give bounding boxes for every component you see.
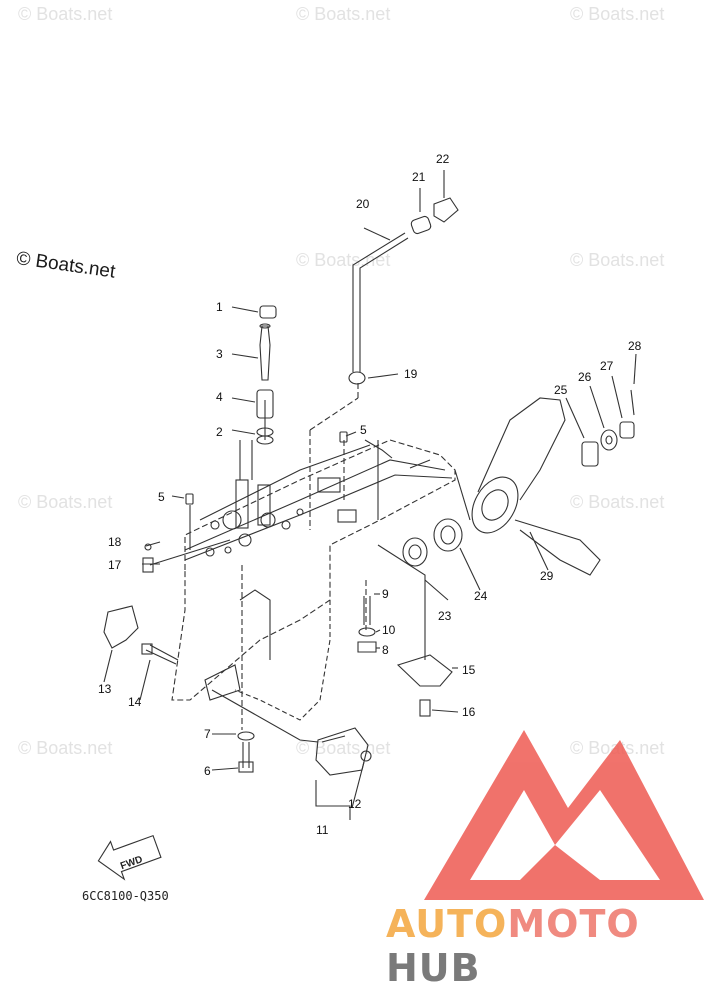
callout-5: 5 <box>360 423 367 437</box>
callout-11: 11 <box>316 823 329 837</box>
part-29-propeller <box>454 397 601 576</box>
brand-part-auto: AUTO <box>386 902 508 946</box>
callout-26: 26 <box>578 370 592 384</box>
callout-6: 6 <box>204 764 211 778</box>
part-22-plate <box>433 197 459 223</box>
callout-8: 8 <box>382 643 389 657</box>
brand-wordmark: AUTOMOTO HUB <box>386 902 714 990</box>
watermark: © Boats.net <box>18 492 113 512</box>
callout-2: 2 <box>216 425 223 439</box>
callout-14: 14 <box>128 695 142 709</box>
callout-numbers: 1 2 3 4 5 5 6 7 8 9 10 11 12 13 14 15 16… <box>98 152 642 837</box>
watermark: © Boats.net <box>570 492 665 512</box>
callout-19: 19 <box>404 367 418 381</box>
watermark: © Boats.net <box>18 4 113 24</box>
callout-22: 22 <box>436 152 450 166</box>
part-28-cotter-pin <box>630 389 635 416</box>
part-14-bolt <box>141 643 179 665</box>
callout-20: 20 <box>356 197 370 211</box>
brand-part-moto: MOTO <box>507 902 640 946</box>
callout-16: 16 <box>462 705 476 719</box>
part-20-water-tube <box>352 232 409 372</box>
part-23-spacer <box>402 537 428 567</box>
callout-10: 10 <box>382 623 396 637</box>
part-19-grommet <box>348 371 366 385</box>
watermark: © Boats.net <box>570 250 665 270</box>
callout-28: 28 <box>628 339 642 353</box>
callout-4: 4 <box>216 390 223 404</box>
callout-21: 21 <box>412 170 426 184</box>
part-21-sleeve <box>410 215 432 235</box>
part-26-washer <box>600 429 618 451</box>
callout-7: 7 <box>204 727 211 741</box>
automotohub-logo-icon <box>424 730 704 900</box>
callout-29: 29 <box>540 569 554 583</box>
part-15-plate <box>396 654 453 687</box>
callout-15: 15 <box>462 663 476 677</box>
callout-12: 12 <box>348 797 362 811</box>
watermark: © Boats.net <box>570 4 665 24</box>
part-24-thrust-washer <box>433 518 463 552</box>
part-27-nut <box>619 421 635 439</box>
part-code: 6CC8100-Q350 <box>82 889 169 903</box>
callout-25: 25 <box>554 383 568 397</box>
callout-23: 23 <box>438 609 452 623</box>
callout-3: 3 <box>216 347 223 361</box>
callout-13: 13 <box>98 682 112 696</box>
part-1-grommet <box>259 305 277 319</box>
watermark: © Boats.net <box>18 738 113 758</box>
part-3-hose <box>259 323 271 381</box>
part-11-anode <box>315 727 369 776</box>
callout-5-b: 5 <box>158 490 165 504</box>
part-2-seal <box>256 427 274 445</box>
part-13-cover <box>103 605 139 649</box>
callout-1: 1 <box>216 300 223 314</box>
callout-17: 17 <box>108 558 122 572</box>
brand-part-hub: HUB <box>386 946 481 990</box>
lower-casing <box>171 439 456 721</box>
part-4-tube <box>256 389 274 419</box>
watermark: © Boats.net <box>296 4 391 24</box>
callout-27: 27 <box>600 359 614 373</box>
callout-18: 18 <box>108 535 122 549</box>
fwd-arrow-icon <box>97 834 162 881</box>
watermark: © Boats.net <box>296 250 391 270</box>
callout-24: 24 <box>474 589 488 603</box>
callout-9: 9 <box>382 587 389 601</box>
part-25-spacer <box>581 441 599 467</box>
